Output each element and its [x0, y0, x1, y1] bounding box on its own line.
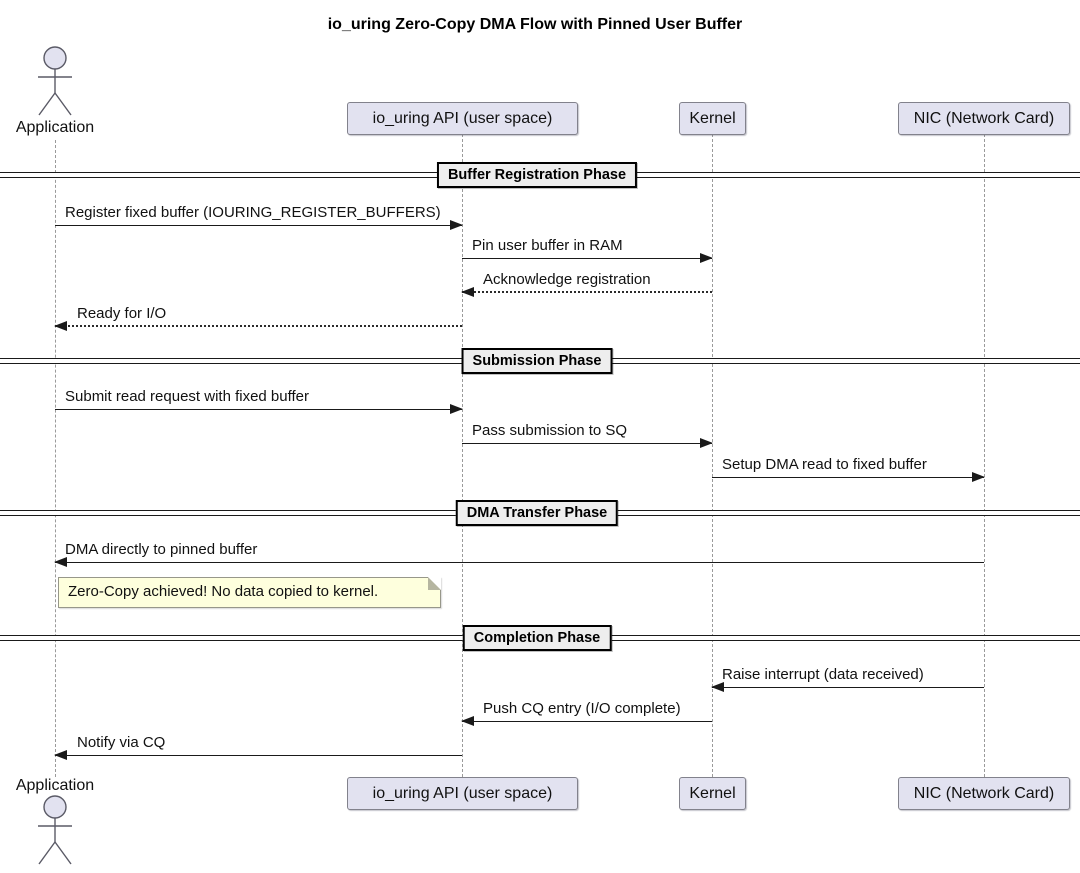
note-zero-copy: Zero-Copy achieved! No data copied to ke…	[58, 577, 441, 608]
diagram-title: io_uring Zero-Copy DMA Flow with Pinned …	[327, 16, 743, 33]
message-line	[462, 291, 712, 293]
participant-application-bottom: Application	[15, 777, 95, 794]
message-line	[462, 443, 712, 444]
message-push-cq-entry: Push CQ entry (I/O complete)	[461, 700, 712, 726]
message-label: Setup DMA read to fixed buffer	[722, 456, 927, 473]
note-fold-icon	[428, 577, 441, 590]
participant-kernel-bottom: Kernel	[679, 777, 746, 810]
message-line	[462, 721, 712, 722]
arrowhead-left-icon	[54, 321, 67, 331]
arrowhead-left-icon	[711, 682, 724, 692]
divider-label: Buffer Registration Phase	[436, 162, 638, 188]
participant-io-uring-api-bottom: io_uring API (user space)	[347, 777, 578, 810]
message-line	[55, 409, 462, 410]
message-label: Pin user buffer in RAM	[472, 237, 623, 254]
message-line	[712, 687, 984, 688]
message-pass-submission-to-sq: Pass submission to SQ	[462, 422, 713, 448]
message-line	[712, 477, 984, 478]
lifeline-io-uring-api	[462, 134, 463, 777]
arrowhead-left-icon	[54, 750, 67, 760]
message-line	[55, 755, 462, 756]
message-label: Submit read request with fixed buffer	[65, 388, 310, 405]
divider-label: Completion Phase	[462, 625, 612, 651]
actor-figure-application-bottom	[31, 794, 79, 873]
message-dma-to-pinned-buffer: DMA directly to pinned buffer	[54, 541, 984, 567]
message-line	[55, 325, 462, 327]
message-line	[55, 225, 462, 226]
stick-figure-icon	[38, 46, 72, 116]
lifeline-kernel	[712, 134, 713, 777]
message-register-fixed-buffer: Register fixed buffer (IOURING_REGISTER_…	[55, 204, 463, 230]
actor-figure-application-top	[31, 45, 79, 124]
message-line	[462, 258, 712, 259]
arrowhead-right-icon	[450, 404, 463, 414]
lifeline-application	[55, 140, 56, 777]
participant-io-uring-api-top: io_uring API (user space)	[347, 102, 578, 135]
message-notify-via-cq: Notify via CQ	[54, 734, 462, 760]
arrowhead-left-icon	[461, 716, 474, 726]
message-label: Register fixed buffer (IOURING_REGISTER_…	[65, 204, 441, 221]
message-label: Raise interrupt (data received)	[722, 666, 924, 683]
message-label: Notify via CQ	[77, 734, 166, 751]
message-label: Push CQ entry (I/O complete)	[483, 700, 681, 717]
message-ready-for-io: Ready for I/O	[54, 305, 462, 331]
participant-nic-bottom: NIC (Network Card)	[898, 777, 1070, 810]
arrowhead-left-icon	[54, 557, 67, 567]
arrowhead-right-icon	[700, 253, 713, 263]
arrowhead-right-icon	[700, 438, 713, 448]
message-pin-user-buffer: Pin user buffer in RAM	[462, 237, 713, 263]
message-setup-dma-read: Setup DMA read to fixed buffer	[712, 456, 985, 482]
participant-nic-top: NIC (Network Card)	[898, 102, 1070, 135]
message-label: Acknowledge registration	[483, 271, 651, 288]
message-line	[55, 562, 984, 563]
divider-label: Submission Phase	[461, 348, 613, 374]
message-label: Pass submission to SQ	[472, 422, 628, 439]
arrowhead-left-icon	[461, 287, 474, 297]
lifeline-nic	[984, 134, 985, 777]
message-acknowledge-registration: Acknowledge registration	[461, 271, 712, 297]
divider-label: DMA Transfer Phase	[455, 500, 619, 526]
arrowhead-right-icon	[450, 220, 463, 230]
message-submit-read-request: Submit read request with fixed buffer	[55, 388, 463, 414]
participant-kernel-top: Kernel	[679, 102, 746, 135]
message-raise-interrupt: Raise interrupt (data received)	[711, 666, 984, 692]
note-text: Zero-Copy achieved! No data copied to ke…	[68, 583, 379, 600]
message-label: DMA directly to pinned buffer	[65, 541, 258, 558]
arrowhead-right-icon	[972, 472, 985, 482]
message-label: Ready for I/O	[77, 305, 167, 322]
stick-figure-icon	[38, 795, 72, 865]
participant-application-top: Application	[15, 119, 95, 136]
